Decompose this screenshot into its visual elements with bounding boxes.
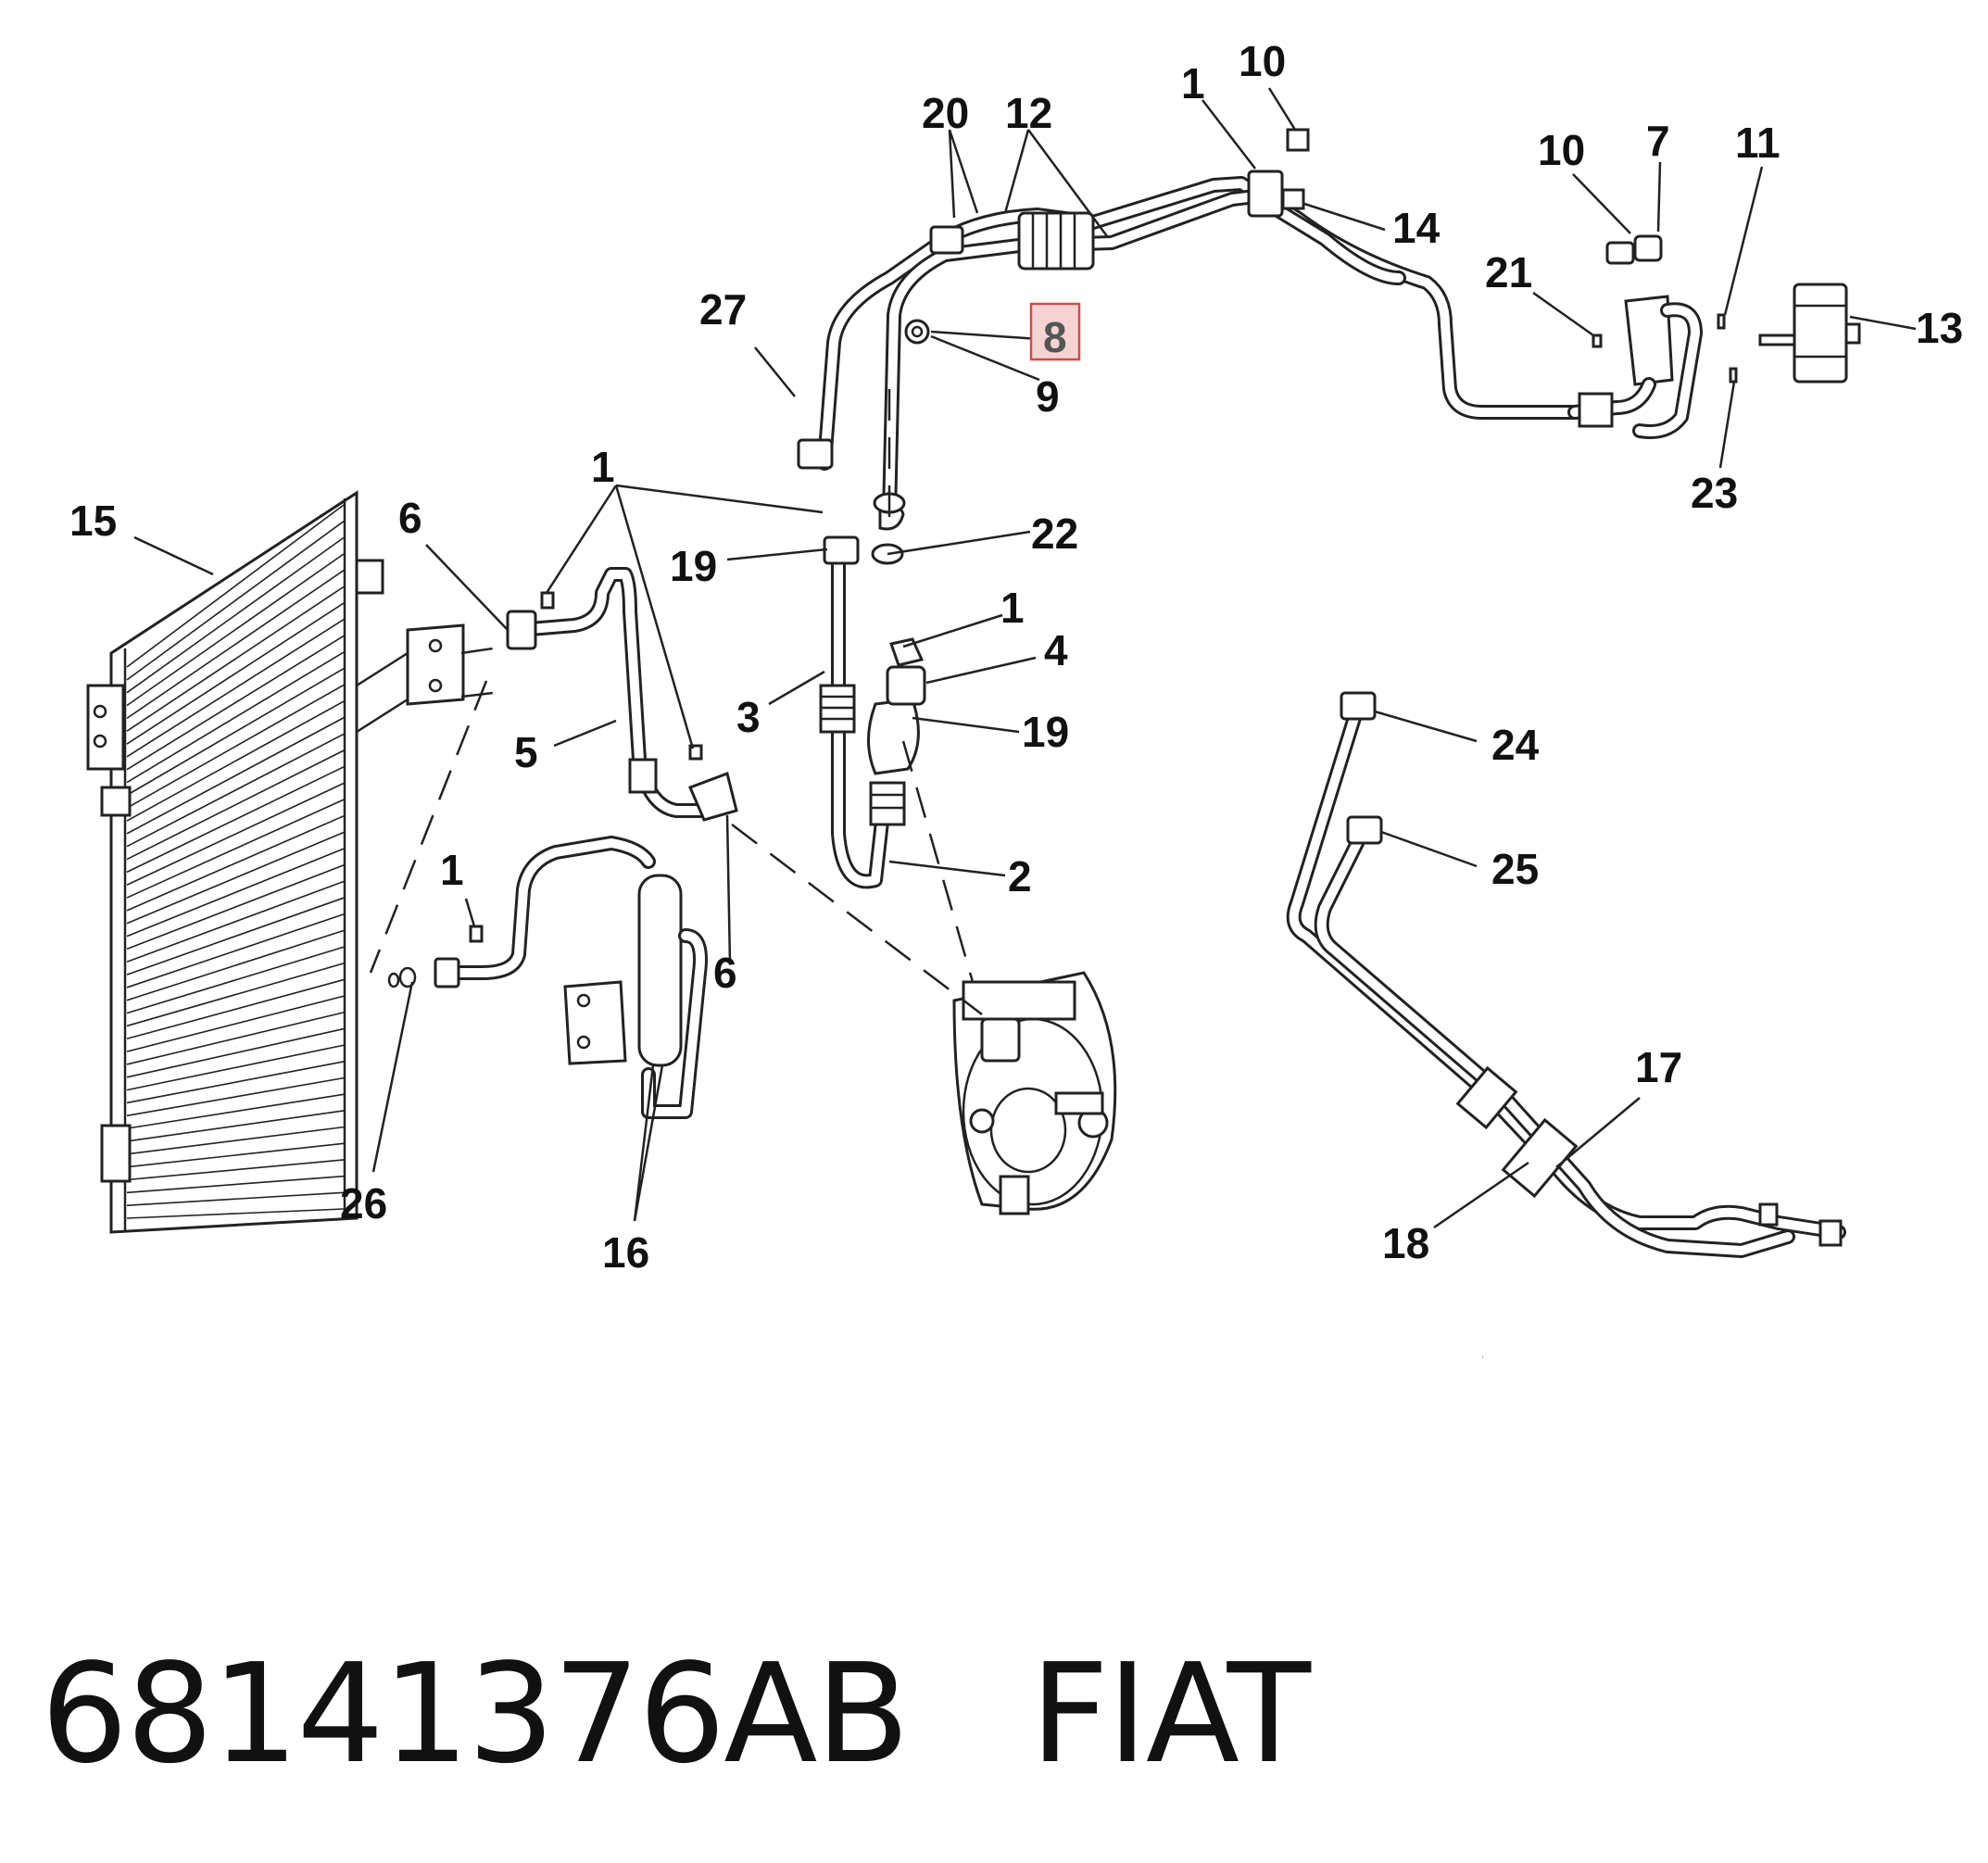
part-number: 68141376AB [41,1634,910,1794]
condenser-fin [126,504,345,668]
condenser-fin [126,1027,345,1078]
compressor-part [952,971,1117,1215]
condenser-fin [126,1142,345,1168]
condenser-fin [126,602,345,745]
callout-5: 5 [514,728,538,776]
assembly-guide-lines [369,389,983,1015]
brand-name: FIAT [1030,1634,1311,1794]
callout-1: 1 [1181,59,1205,107]
condenser-fin [126,553,345,707]
condenser-fin [126,1175,345,1194]
callout-26: 26 [340,1179,387,1227]
callout-22: 22 [1031,510,1078,558]
callout-23: 23 [1691,469,1738,517]
callout-6: 6 [713,949,737,997]
condenser-fin [126,1076,345,1117]
condenser-fin [126,635,345,771]
callout-8: 8 [1043,313,1067,361]
condenser-fin [126,864,345,950]
condenser-fin [126,700,345,822]
condenser-fin [126,782,345,886]
callout-27: 27 [699,285,747,334]
condenser-fin [126,668,345,797]
condenser-fin [126,733,345,848]
condenser-fin [126,619,345,758]
callout-4: 4 [1044,626,1068,674]
receiver-drier-part [387,836,708,1119]
callout-12: 12 [1005,89,1052,137]
upper-line-assembly-part [797,170,1582,531]
condenser-fin [126,913,345,988]
condenser-fin [126,1061,345,1104]
condenser-fin [126,1191,345,1206]
condenser-fin [126,815,345,912]
condenser-fin [126,929,345,1001]
callout-labels: 1 10 20 12 10 7 11 14 21 13 27 8 9 23 15… [69,37,1963,1277]
callout-7: 7 [1646,117,1670,165]
condenser-fin [126,570,345,720]
expansion-valve-part [1286,128,1861,439]
condenser-fin [126,585,345,732]
callout-1: 1 [1000,584,1025,632]
condenser-fin [126,1208,345,1219]
condenser-fin [126,880,345,963]
condenser-fin [126,521,345,681]
callout-2: 2 [1008,852,1032,900]
condenser-fin [126,1012,345,1065]
condenser-fin [126,1110,345,1142]
callout-3: 3 [736,693,761,741]
condenser-fin [126,536,345,694]
condenser-fin [126,766,345,874]
callout-10: 10 [1239,37,1286,85]
callout-9: 9 [1036,372,1060,421]
callout-16: 16 [602,1228,649,1277]
highlight-box-8 [1029,302,1081,361]
footer-caption: 68141376AB FIAT [41,1634,1311,1794]
condenser-fin [126,717,345,835]
callout-10: 10 [1538,126,1585,174]
callout-21: 21 [1485,248,1532,296]
rear-line-assembly-part [1286,691,1846,1258]
condenser-fin [126,651,345,784]
condenser-fin [126,749,345,861]
condenser-fin [126,831,345,925]
callout-11: 11 [1735,119,1780,167]
callout-18: 18 [1382,1219,1429,1267]
callout-17: 17 [1635,1043,1682,1091]
condenser-part [86,490,465,1234]
callout-20: 20 [922,89,969,137]
condenser-fin [126,995,345,1052]
condenser-fin [126,978,345,1040]
condenser-fin [126,799,345,899]
condenser-fin [126,946,345,1014]
condenser-fin [126,897,345,976]
callout-13: 13 [1916,304,1963,352]
condenser-fin [126,684,345,809]
leader-lines [133,87,1917,1229]
condenser-fin [126,1093,345,1129]
callout-14: 14 [1392,204,1441,252]
condenser-fin [126,1159,345,1181]
callout-25: 25 [1491,845,1539,893]
compressor-hose-part [819,492,926,889]
condenser-fin [126,1044,345,1091]
callout-1: 1 [591,443,615,491]
callout-19: 19 [670,542,717,590]
liquid-line-part [506,567,738,822]
callout-1: 1 [440,846,464,894]
condenser-fin [126,1126,345,1155]
callout-6: 6 [398,494,422,542]
condenser-fin [126,848,345,938]
callout-19: 19 [1022,708,1069,756]
callout-24: 24 [1491,721,1540,769]
callout-15: 15 [69,497,117,545]
condenser-fin [126,963,345,1027]
